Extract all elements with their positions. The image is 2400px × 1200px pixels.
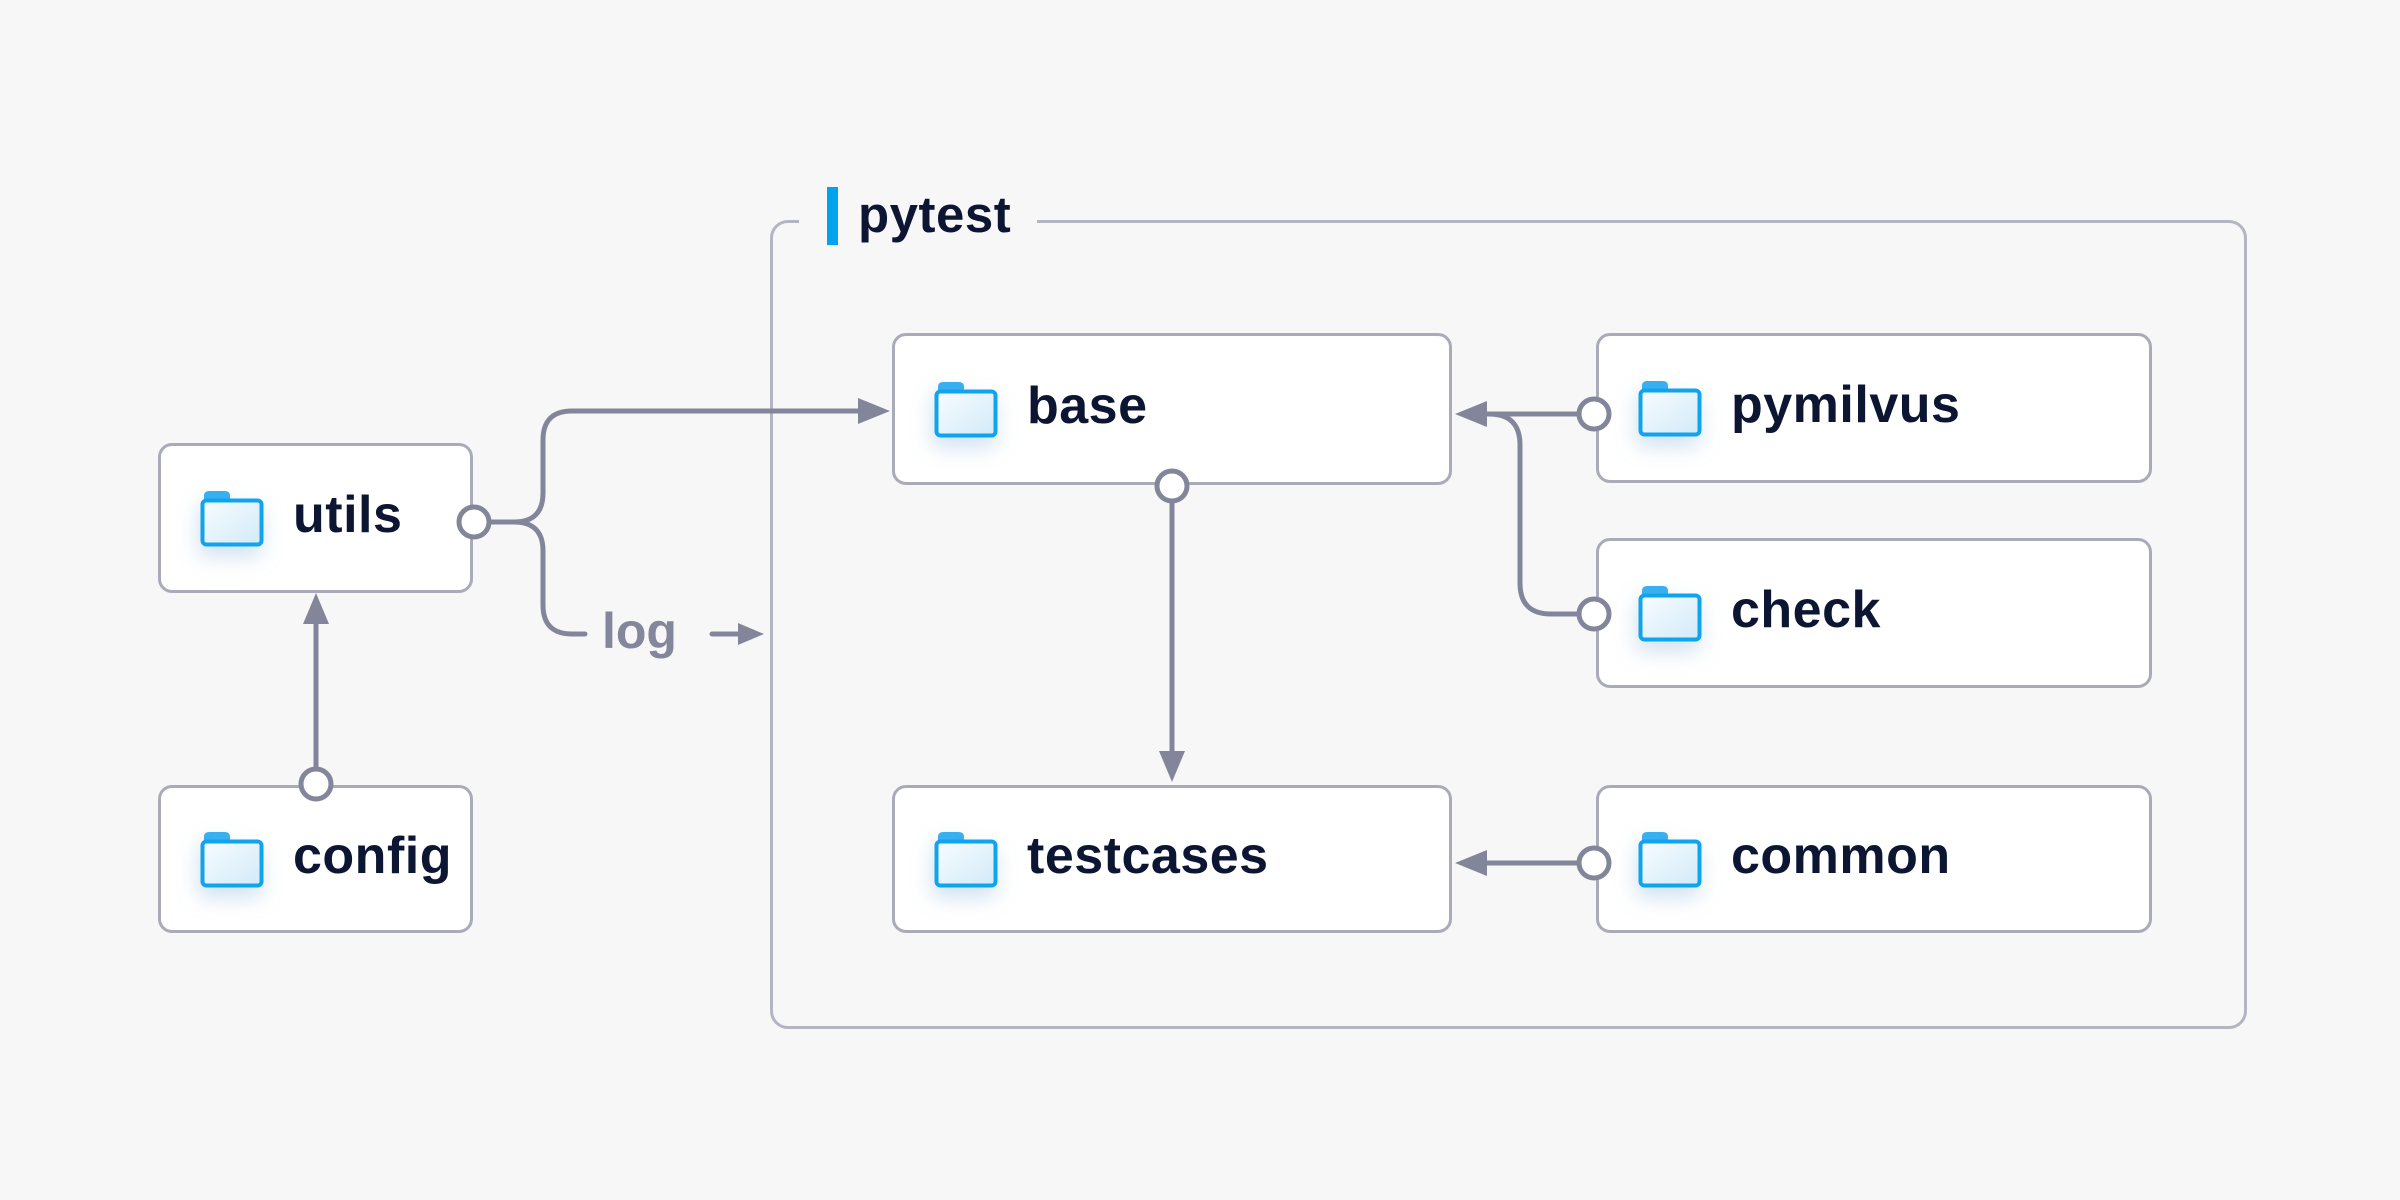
folder-icon xyxy=(934,382,998,438)
node-common: common xyxy=(1596,785,2152,933)
pytest-group-title: pytest xyxy=(858,185,1012,243)
node-label: base xyxy=(1027,377,1148,435)
pytest-group-label: pytest xyxy=(799,183,1038,249)
folder-icon xyxy=(200,832,264,888)
node-label: common xyxy=(1731,827,1951,885)
node-check: check xyxy=(1596,538,2152,688)
folder-icon xyxy=(934,832,998,888)
node-label: config xyxy=(293,827,452,885)
node-config: config xyxy=(158,785,473,933)
node-label: testcases xyxy=(1027,827,1269,885)
edge-utils-log xyxy=(511,519,588,637)
edge-label-log: log xyxy=(602,603,677,659)
node-label: utils xyxy=(293,486,403,544)
folder-icon xyxy=(1638,381,1702,437)
accent-bar-icon xyxy=(827,187,838,245)
folder-icon xyxy=(1638,586,1702,642)
node-pymilvus: pymilvus xyxy=(1596,333,2152,483)
arrowhead-up-icon xyxy=(303,593,329,624)
folder-icon xyxy=(200,491,264,547)
arrowhead-right-small-icon xyxy=(738,623,764,645)
pytest-group xyxy=(770,220,2247,1029)
node-base: base xyxy=(892,333,1452,485)
node-testcases: testcases xyxy=(892,785,1452,933)
node-utils: utils xyxy=(158,443,473,593)
folder-icon xyxy=(1638,832,1702,888)
node-label: check xyxy=(1731,581,1881,639)
node-label: pymilvus xyxy=(1731,376,1961,434)
